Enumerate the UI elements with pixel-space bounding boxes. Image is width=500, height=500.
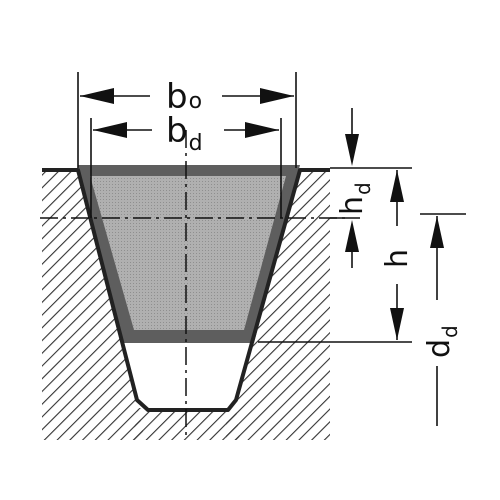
label-bd: bd bbox=[166, 111, 203, 156]
groove-wall-left-hatch bbox=[42, 172, 146, 440]
belt-cross-section bbox=[90, 176, 286, 330]
label-hd: hd bbox=[335, 182, 375, 215]
label-dd: dd bbox=[422, 325, 462, 358]
groove-profile-line bbox=[42, 168, 330, 412]
dim-h bbox=[390, 170, 404, 340]
label-bo: bo bbox=[166, 77, 202, 117]
dim-bo bbox=[80, 88, 294, 104]
label-h: h bbox=[380, 249, 415, 268]
dim-hd bbox=[345, 108, 359, 268]
dim-bd bbox=[93, 122, 279, 138]
groove-wall-right-hatch bbox=[226, 172, 330, 440]
dim-dd bbox=[430, 216, 444, 426]
